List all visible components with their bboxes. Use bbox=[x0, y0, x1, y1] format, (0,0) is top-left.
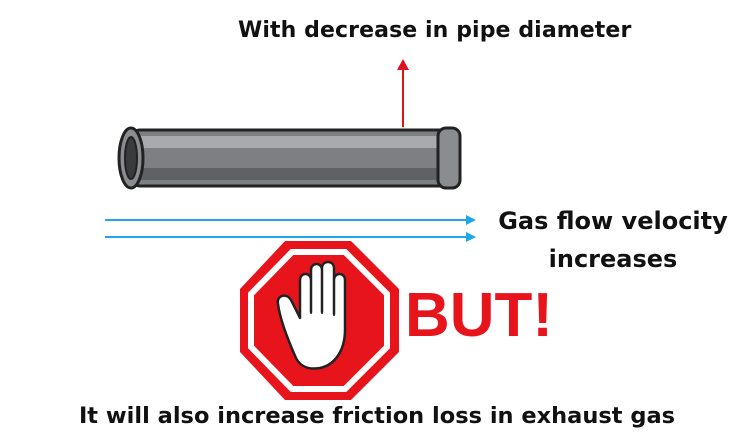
bottom-caption: It will also increase friction loss in e… bbox=[78, 403, 676, 429]
velocity-label: Gas flow velocity increases bbox=[468, 202, 754, 278]
pipe bbox=[117, 126, 462, 190]
velocity-label-line2: increases bbox=[548, 245, 678, 273]
flow-arrow bbox=[105, 232, 476, 242]
flow-arrow bbox=[105, 215, 476, 225]
but-label: BUT! bbox=[405, 281, 553, 350]
up-arrow bbox=[397, 59, 409, 127]
velocity-label-line1: Gas flow velocity bbox=[498, 207, 728, 235]
hand-icon bbox=[276, 260, 347, 370]
diagram-title: With decrease in pipe diameter bbox=[238, 18, 632, 43]
